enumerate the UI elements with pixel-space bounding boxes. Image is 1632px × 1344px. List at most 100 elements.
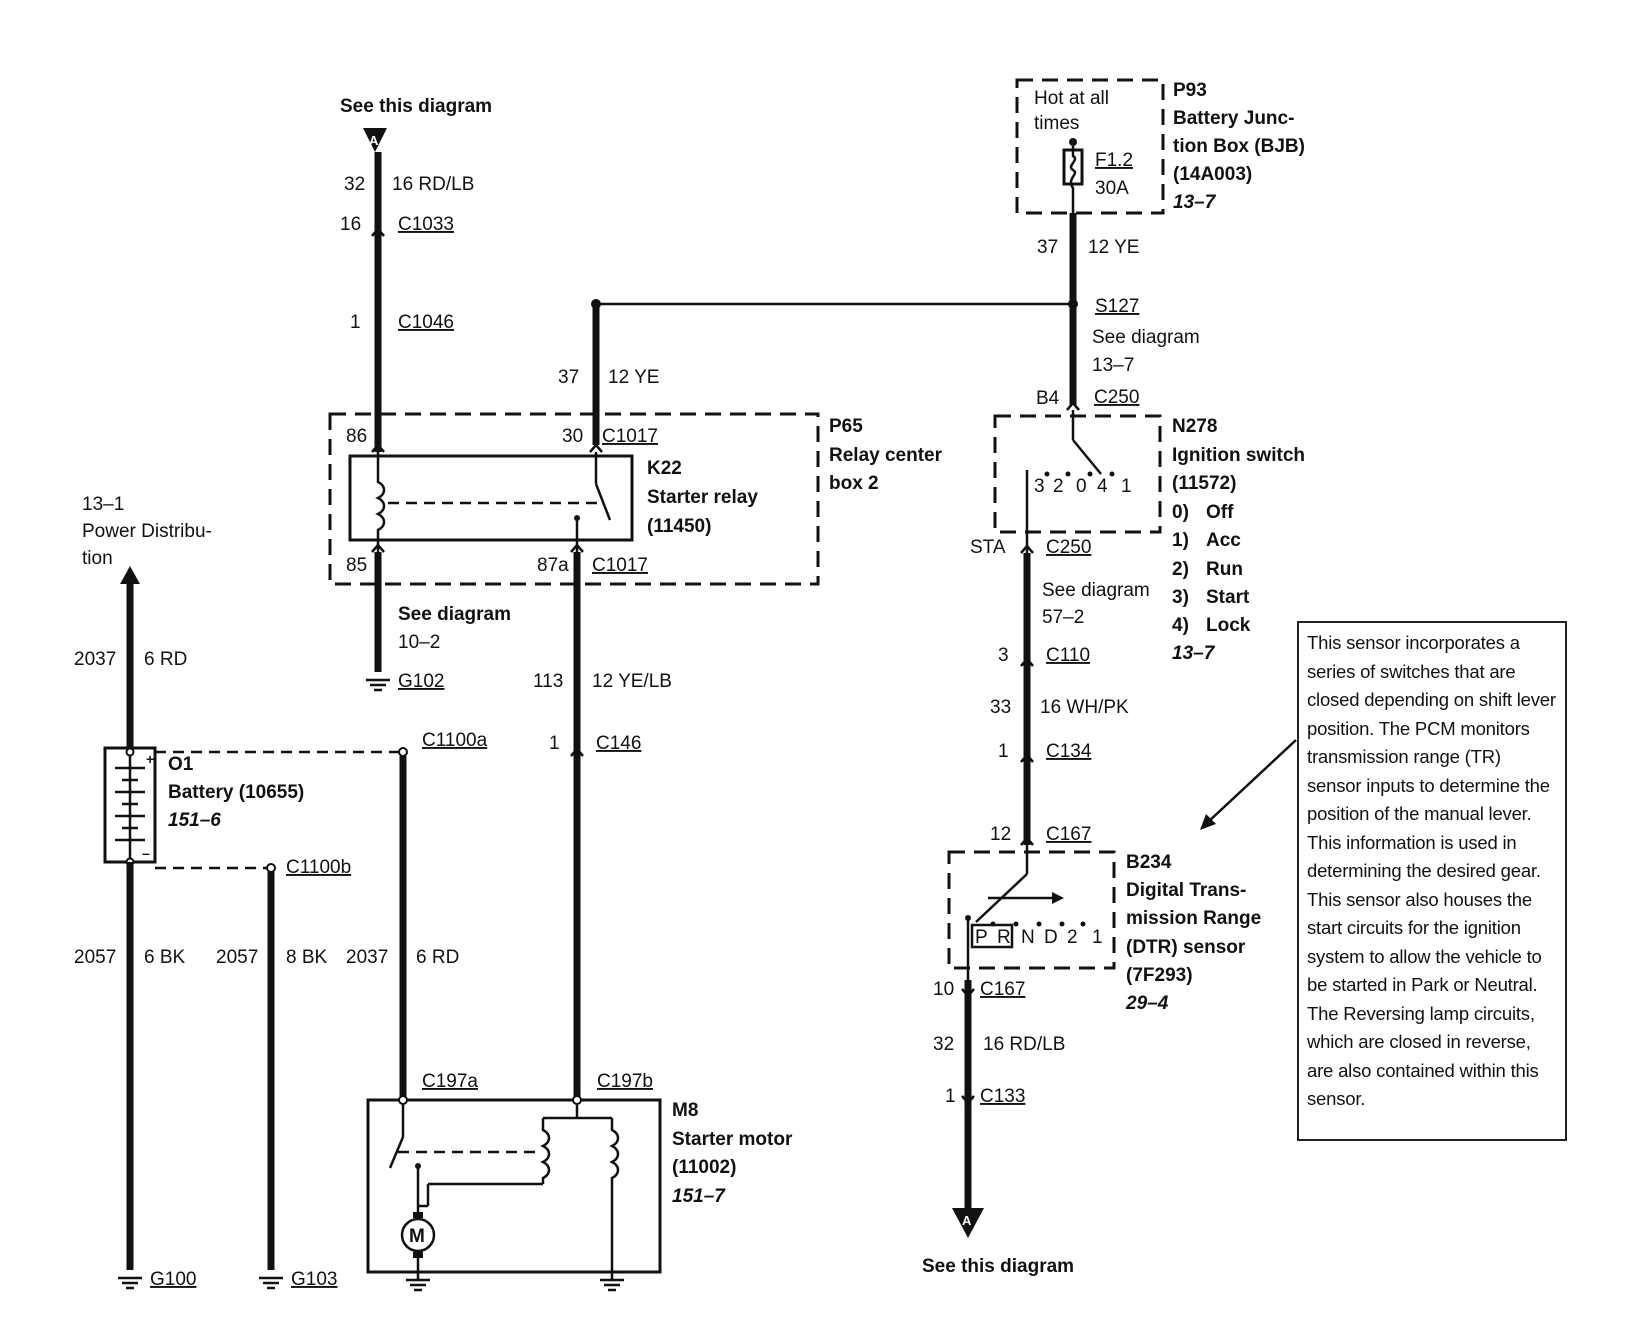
relay-coil	[375, 452, 386, 552]
top-ref-label: See this diagram	[340, 96, 492, 117]
starter-ground-symbols	[406, 1262, 624, 1292]
g100-label: G100	[150, 1269, 196, 1290]
ground-symbol-g103	[259, 1276, 283, 1290]
battery-minus: –	[142, 845, 150, 861]
ignition-pos-1-name: Acc	[1206, 530, 1241, 551]
ignition-pos-2: 2)	[1172, 559, 1189, 580]
relay-pin-86-mark	[371, 443, 385, 453]
power-dist-arrow	[120, 566, 140, 584]
c1017-top-name: C1017	[602, 426, 658, 447]
ignition-see-2: 57–2	[1042, 607, 1084, 628]
bjb-part: (14A003)	[1173, 164, 1252, 185]
c1100b-terminal	[266, 863, 276, 873]
dtr-name-2: mission Range	[1126, 908, 1261, 929]
connector-a-bottom-symbol	[952, 1208, 984, 1238]
dtr-contact-d: D	[1044, 927, 1058, 948]
c1046-pin: 1	[350, 312, 361, 333]
c250-bottom-name: C250	[1046, 537, 1091, 558]
power-dist-1: 13–1	[82, 494, 124, 515]
relay-box-name-1: Relay center	[829, 445, 943, 466]
dtr-name-3: (DTR) sensor	[1126, 937, 1246, 958]
battery-plus: +	[146, 751, 154, 767]
c167-bottom-pin: 10	[933, 979, 954, 1000]
c197b-label: C197b	[597, 1071, 653, 1092]
bjb-hot-1: Hot at all	[1034, 88, 1109, 109]
wire-2057-b-circuit: 2057	[216, 947, 258, 968]
sensor-note-text: This sensor incorporates a series of swi…	[1307, 632, 1556, 1109]
wire-2057-a-gauge: 6 BK	[144, 947, 186, 968]
wire-37-bjb-gauge: 12 YE	[1088, 237, 1139, 258]
ignition-contact-4: 4	[1097, 476, 1108, 497]
wire-37-relay-circuit: 37	[558, 367, 579, 388]
splice-see-1: See diagram	[1092, 327, 1200, 348]
splice-see-2: 13–7	[1092, 355, 1134, 376]
relay-name: Starter relay	[647, 487, 758, 508]
c134-mark	[1020, 753, 1034, 763]
c197b-terminal	[572, 1095, 582, 1105]
c250-bottom-pin: STA	[970, 537, 1006, 558]
ignition-contact-3: 3	[1034, 476, 1045, 497]
ignition-pos-0-name: Off	[1206, 502, 1234, 523]
fuse-top-terminal	[1069, 138, 1077, 146]
ignition-id: N278	[1172, 416, 1217, 437]
relay-ground-see-1: See diagram	[398, 604, 511, 625]
ignition-contact-2: 2	[1053, 476, 1064, 497]
c1033-pin: 16	[340, 214, 361, 235]
fuse-rating: 30A	[1095, 178, 1129, 199]
c133-name: C133	[980, 1086, 1025, 1107]
starter-part: (11002)	[672, 1157, 736, 1178]
c1100b-label: C1100b	[286, 857, 351, 878]
battery-plus-terminal	[125, 747, 135, 757]
fuse-element	[1069, 146, 1077, 213]
connector-a-bottom-letter: A	[962, 1213, 972, 1228]
note-pointer-line	[1207, 739, 1297, 823]
c1017-bottom-pin-85: 85	[346, 555, 367, 576]
c1033-name: C1033	[398, 214, 454, 235]
c197a-terminal	[398, 1095, 408, 1105]
battery-name: Battery (10655)	[168, 782, 304, 803]
dtr-contact-2: 2	[1067, 927, 1078, 948]
ignition-contact-0: 0	[1076, 476, 1087, 497]
ignition-pos-0: 0)	[1172, 502, 1189, 523]
relay-ground-see-2: 10–2	[398, 632, 440, 653]
connector-a-top-letter: A	[369, 133, 379, 148]
connector-a-top-symbol	[363, 128, 387, 152]
power-dist-3: tion	[82, 548, 113, 569]
c110-mark	[1020, 657, 1034, 667]
c167-bottom-name: C167	[980, 979, 1025, 1000]
wire-32-top-gauge: 16 RD/LB	[392, 174, 474, 195]
relay-pin-30-mark	[589, 443, 603, 453]
ignition-page: 13–7	[1172, 643, 1216, 664]
wire-32-bottom-gauge: 16 RD/LB	[983, 1034, 1065, 1055]
wire-2037-main-gauge: 6 RD	[144, 649, 187, 670]
wire-113-circuit: 113	[533, 671, 563, 692]
starter-internals	[388, 1104, 620, 1272]
dtr-id: B234	[1126, 852, 1172, 873]
wire-33-circuit: 33	[990, 697, 1011, 718]
relay-box-id: P65	[829, 416, 863, 437]
starter-page: 151–7	[672, 1186, 726, 1207]
c110-pin: 3	[998, 645, 1009, 666]
c250-top-name: C250	[1094, 387, 1139, 408]
battery-page: 151–6	[168, 810, 221, 831]
wire-32-top-circuit: 32	[344, 174, 365, 195]
battery-id: O1	[168, 754, 194, 775]
c167-top-pin: 12	[990, 824, 1011, 845]
c197a-label: C197a	[422, 1071, 478, 1092]
dtr-part: (7F293)	[1126, 965, 1193, 986]
power-dist-2: Power Distribu-	[82, 521, 212, 542]
ignition-see-1: See diagram	[1042, 580, 1150, 601]
c250-top-mark	[1066, 401, 1080, 411]
relay-id: K22	[647, 458, 682, 479]
ignition-pos-4: 4)	[1172, 615, 1189, 636]
battery-cells	[115, 752, 145, 858]
g103-label: G103	[291, 1269, 337, 1290]
dtr-contact-p: P	[975, 927, 988, 948]
dtr-name-1: Digital Trans-	[1126, 880, 1246, 901]
c133-mark	[961, 1095, 975, 1105]
wire-2037-starter-gauge: 6 RD	[416, 947, 459, 968]
dtr-contact-1: 1	[1092, 927, 1103, 948]
dtr-sensor-box	[947, 850, 1116, 970]
ignition-contact-1: 1	[1121, 476, 1132, 497]
relay-pin-87a-mark	[570, 543, 584, 553]
